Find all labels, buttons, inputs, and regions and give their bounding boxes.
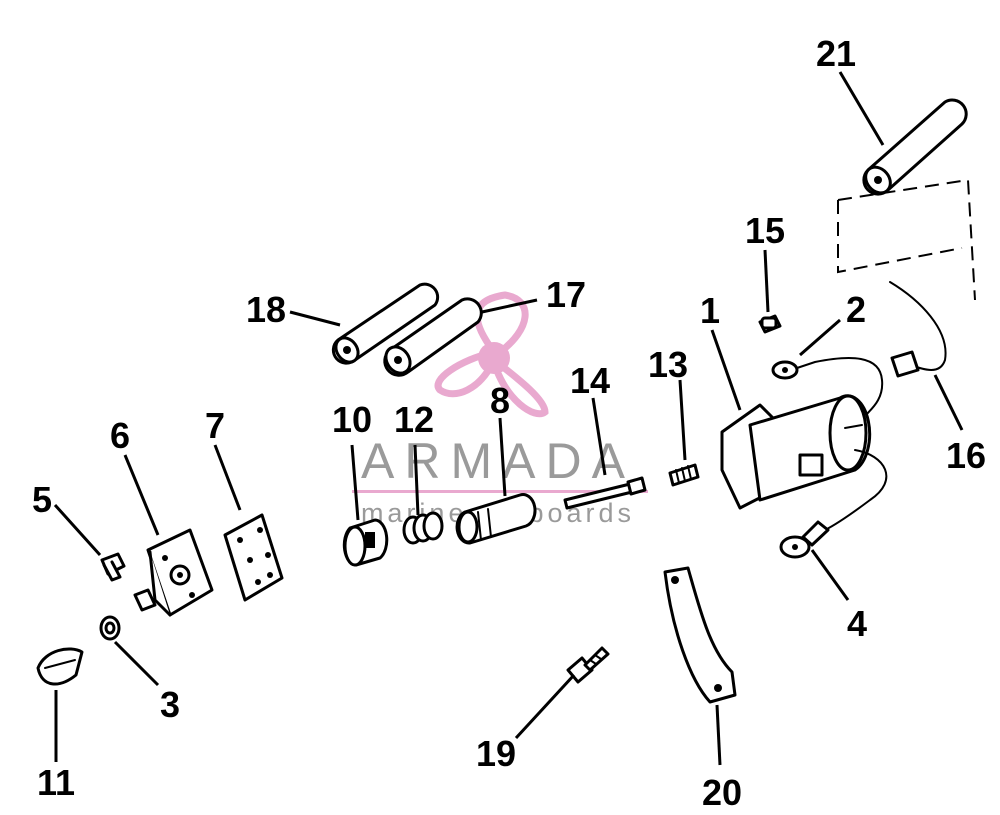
label-part-11: 11 xyxy=(37,762,75,803)
label-part-20: 20 xyxy=(702,772,742,813)
label-part-2: 2 xyxy=(846,289,866,330)
watermark-brand: ARMADA xyxy=(361,433,635,489)
part-1-solenoid xyxy=(720,394,888,531)
part-11-boot xyxy=(36,647,84,686)
part-6-end-plate xyxy=(133,528,214,617)
part-10-cap xyxy=(342,518,389,567)
part-18-roller xyxy=(331,282,440,365)
part-20-strap xyxy=(663,566,737,704)
label-part-15: 15 xyxy=(745,210,785,251)
part-17-roller xyxy=(383,297,483,377)
label-part-19: 19 xyxy=(476,733,516,774)
label-part-3: 3 xyxy=(160,684,180,725)
part-8-plunger xyxy=(455,493,537,545)
label-part-21: 21 xyxy=(816,33,856,74)
part-16-clip xyxy=(889,281,947,378)
watermark-rule xyxy=(352,490,648,493)
label-part-12: 12 xyxy=(394,399,434,440)
part-7-gasket xyxy=(223,513,284,602)
part-5-screw xyxy=(100,552,126,582)
propeller-icon xyxy=(434,291,549,418)
part-labels: 21 15 2 1 16 13 14 17 18 8 12 10 7 6 5 3… xyxy=(32,33,986,813)
part-14-pin xyxy=(563,476,647,510)
label-part-17: 17 xyxy=(546,274,586,315)
part-21-roller xyxy=(862,98,968,196)
dashed-outline xyxy=(837,178,976,301)
label-part-6: 6 xyxy=(110,415,130,456)
label-part-4: 4 xyxy=(847,603,867,644)
label-part-13: 13 xyxy=(648,344,688,385)
label-part-10: 10 xyxy=(332,399,372,440)
label-part-7: 7 xyxy=(205,405,225,446)
label-part-16: 16 xyxy=(946,435,986,476)
part-12-spring xyxy=(402,511,444,545)
part-3-washer xyxy=(99,615,121,641)
part-2-ring-terminal xyxy=(771,357,884,416)
part-15-screw xyxy=(758,314,782,334)
label-part-8: 8 xyxy=(490,380,510,421)
label-part-1: 1 xyxy=(700,290,720,331)
leader-lines xyxy=(53,71,964,766)
part-13-spring xyxy=(668,463,700,487)
label-part-18: 18 xyxy=(246,289,286,330)
part-4-ring-terminal xyxy=(779,520,830,559)
label-part-5: 5 xyxy=(32,479,52,520)
label-part-14: 14 xyxy=(570,360,610,401)
